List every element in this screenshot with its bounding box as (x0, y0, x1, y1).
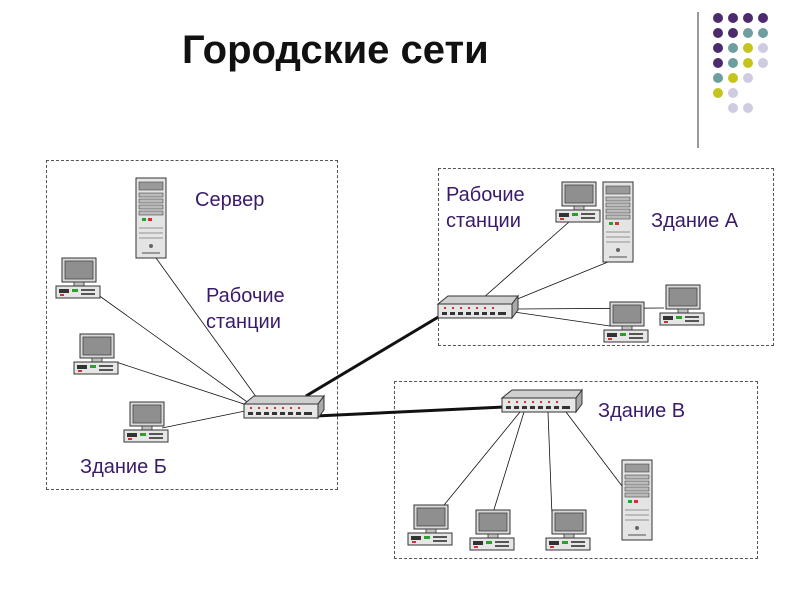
link-pc-v3 (547, 411, 553, 517)
decorative-dot (743, 28, 753, 38)
decorative-dot-grid (713, 13, 768, 113)
workstation-icon (407, 504, 453, 546)
workstations-a-label: Рабочие станции (446, 184, 525, 232)
decorative-dot (758, 58, 768, 68)
backbone-b-a (305, 314, 441, 398)
decorative-dot (728, 88, 738, 98)
decorative-dot (713, 13, 723, 23)
server-icon (602, 181, 634, 263)
decorative-dot (758, 13, 768, 23)
decorative-dot (728, 73, 738, 83)
link-pc-b2 (115, 361, 251, 407)
workstation-icon (469, 509, 515, 551)
workstations-b-label: Рабочие станции (206, 285, 285, 333)
decorative-dot (743, 58, 753, 68)
decorative-dot (758, 28, 768, 38)
decorative-dot (743, 13, 753, 23)
building-a-label: Здание А (651, 210, 739, 232)
link-pc-b3 (161, 409, 251, 429)
link-pc-v2 (491, 411, 525, 517)
link-server-v (565, 411, 626, 491)
hub-icon (501, 389, 583, 413)
building-b-area (46, 160, 338, 490)
backbone-b-v (315, 405, 505, 418)
server-label: Сервер (195, 189, 265, 211)
decorative-divider (697, 12, 699, 148)
link-pc-a2 (513, 311, 611, 327)
link-pc-v1 (439, 411, 521, 511)
link-pc-b1 (93, 291, 251, 405)
slide-title: Городские сети (182, 28, 489, 72)
building-v-label: Здание В (598, 400, 686, 422)
server-icon (621, 459, 653, 541)
workstation-icon (123, 401, 169, 443)
link-pc-a1 (473, 213, 579, 307)
building-b-label: Здание Б (80, 456, 167, 478)
hub-icon (243, 395, 325, 419)
decorative-dot (713, 58, 723, 68)
decorative-dot (728, 28, 738, 38)
workstation-icon (555, 181, 601, 223)
decorative-dot (713, 88, 723, 98)
decorative-dot (713, 28, 723, 38)
workstation-icon (545, 509, 591, 551)
decorative-dot (713, 43, 723, 53)
decorative-dot (728, 13, 738, 23)
decorative-dot (728, 58, 738, 68)
workstation-icon (55, 257, 101, 299)
decorative-dot (743, 43, 753, 53)
hub-icon (437, 295, 519, 319)
decorative-dot (743, 103, 753, 113)
decorative-dot (728, 43, 738, 53)
workstation-icon (73, 333, 119, 375)
workstation-icon (603, 301, 649, 343)
server-icon (135, 177, 167, 259)
link-server-b (155, 257, 263, 406)
decorative-dot (728, 103, 738, 113)
workstation-icon (659, 284, 705, 326)
link-server-a (509, 261, 609, 303)
building-a-area (438, 168, 774, 346)
decorative-dot (713, 73, 723, 83)
building-v-area (394, 381, 758, 559)
decorative-dot (743, 73, 753, 83)
decorative-dot (758, 43, 768, 53)
